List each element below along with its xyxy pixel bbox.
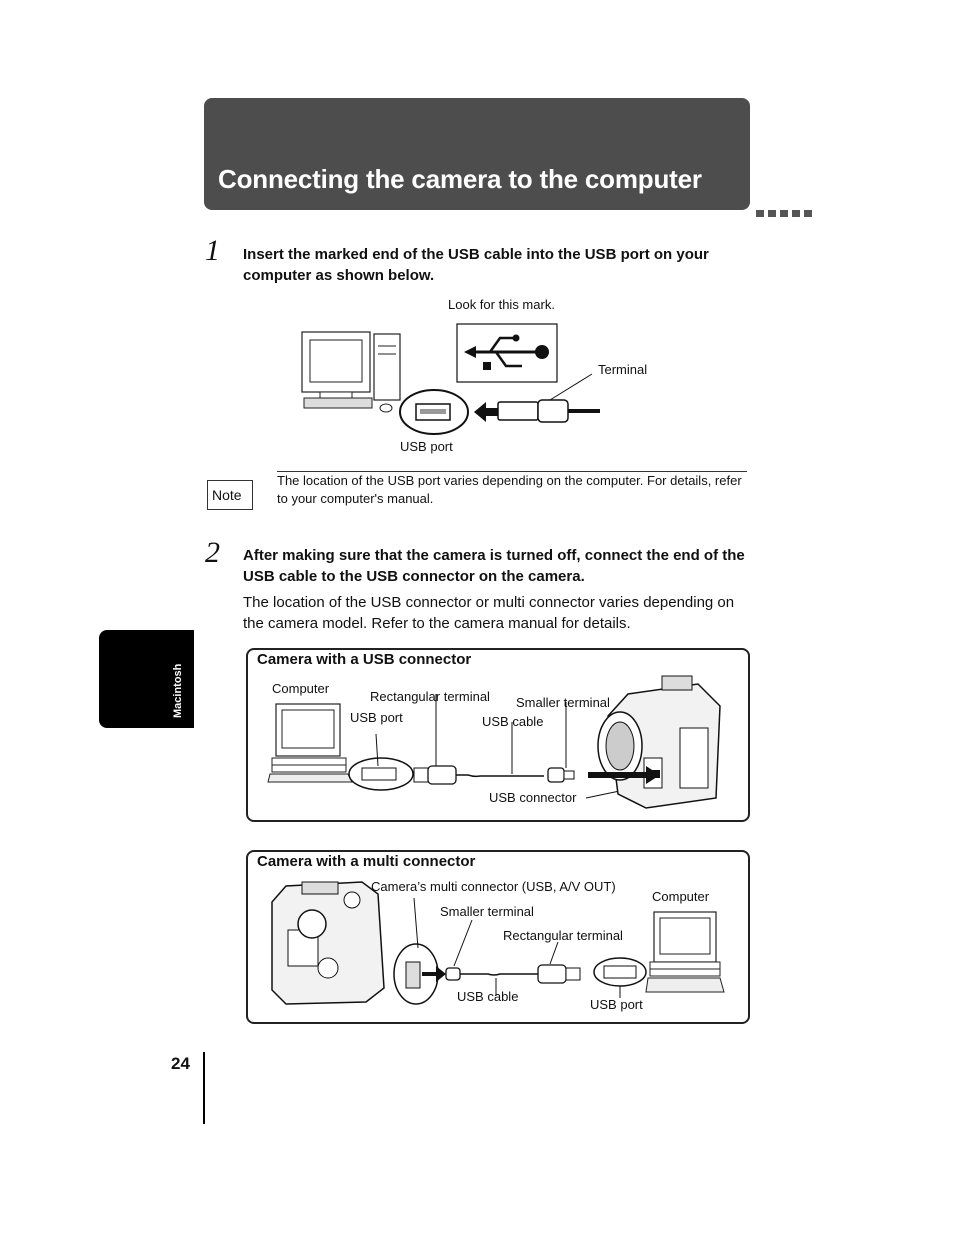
panel1-rect-terminal-label: Rectangular terminal	[370, 689, 490, 704]
note-badge-box: Note	[207, 480, 253, 510]
panel2-insert-arrow-icon	[422, 966, 446, 982]
header-dots	[756, 204, 816, 222]
panel1-camera-icon	[597, 675, 721, 809]
step-2-body: The location of the USB connector or mul…	[243, 594, 735, 632]
side-tab-label: Macintosh	[172, 663, 184, 718]
panel1-usb-port-label: USB port	[350, 710, 403, 725]
panel1-illustration	[267, 675, 721, 809]
keyboard-icon	[303, 397, 373, 409]
panel1-computer-icon	[267, 703, 353, 783]
multi-connector-panel-title: Camera with a multi connector	[257, 853, 476, 870]
insert-arrow-icon	[474, 402, 498, 422]
note-badge: Note	[212, 487, 242, 503]
terminal-label: Terminal	[598, 362, 648, 377]
usb-port-label: USB port	[400, 439, 453, 454]
page-title: Connecting the camera to the computer	[218, 164, 702, 194]
panel2-usb-port-icon	[603, 965, 637, 979]
panel1-computer-label: Computer	[272, 681, 330, 696]
panel1-usb-cable-label: USB cable	[482, 714, 544, 729]
panel2-rect-terminal-label: Rectangular terminal	[503, 928, 623, 943]
panel1-usb-cable-icon	[413, 765, 575, 785]
panel1-usb-connector-label: USB connector	[489, 790, 577, 805]
side-tab	[99, 630, 194, 728]
computer-tower-icon	[373, 333, 401, 401]
panel1-usb-port-icon	[361, 767, 397, 781]
panel2-usb-port-label: USB port	[590, 997, 643, 1012]
note-text: The location of the USB port varies depe…	[277, 473, 742, 506]
look-for-mark-label: Look for this mark.	[448, 297, 555, 312]
panel2-smaller-terminal-label: Smaller terminal	[440, 904, 534, 919]
panel2-camera-icon	[271, 881, 385, 1005]
step-1-number: 1	[205, 234, 220, 267]
panel2-computer-label: Computer	[652, 889, 710, 904]
step-2-text: After making sure that the camera is tur…	[243, 547, 745, 585]
usb-cable-plug-icon	[497, 399, 600, 423]
panel2-multi-connector-label: Camera’s multi connector (USB, A/V OUT)	[371, 879, 616, 894]
section-header	[204, 98, 750, 210]
panel1-smaller-terminal-label: Smaller terminal	[516, 695, 610, 710]
step-1-text: Insert the marked end of the USB cable i…	[243, 246, 709, 284]
mouse-icon	[379, 403, 393, 413]
panel1-insert-arrow-icon	[588, 766, 660, 784]
panel2-computer-icon	[645, 911, 725, 993]
usb-symbol-icon	[464, 334, 549, 370]
panel2-usb-cable-icon	[445, 964, 581, 984]
step-1-illustration	[301, 323, 600, 435]
page-number: 24	[171, 1054, 190, 1073]
panel2-illustration	[271, 881, 725, 1005]
panel2-usb-cable-label: USB cable	[457, 989, 519, 1004]
page-number-rule	[203, 1052, 205, 1124]
usb-connector-panel-title: Camera with a USB connector	[257, 651, 472, 668]
note-rule	[277, 471, 747, 472]
step-2-number: 2	[205, 536, 220, 569]
